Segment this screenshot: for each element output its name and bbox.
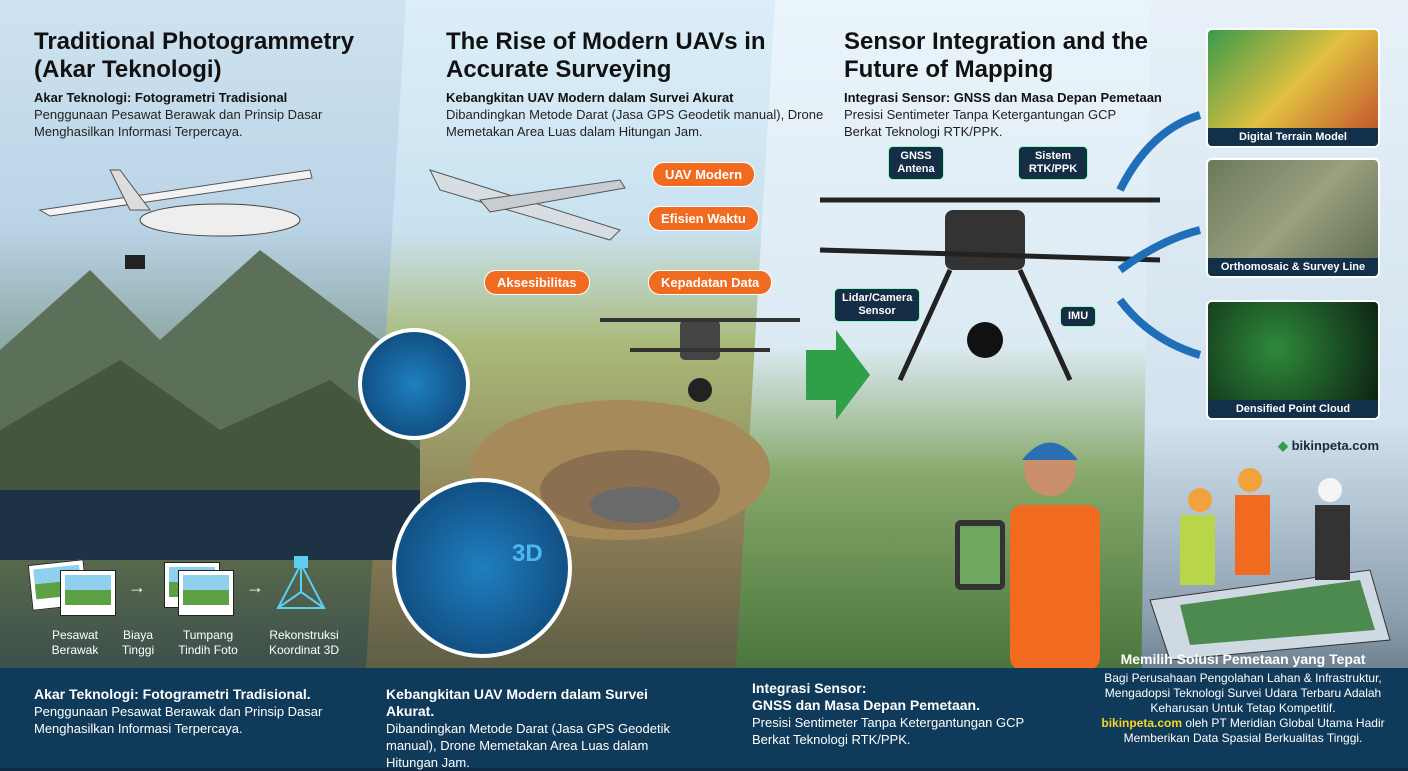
step-label: Rekonstruksi Koordinat 3D xyxy=(268,628,340,657)
footer-title: GNSS dan Masa Depan Pemetaan. xyxy=(752,697,980,713)
panel3-description: Presisi Sentimeter Tanpa Ketergantungan … xyxy=(844,107,1116,139)
footer-title: Memilih Solusi Pemetaan yang Tepat xyxy=(1120,651,1366,667)
sensor-gnss-antena: GNSS Antena xyxy=(888,146,944,180)
green-arrow-icon xyxy=(806,330,870,420)
panel3-title: Sensor Integration and the Future of Map… xyxy=(844,28,1149,83)
logo-text: bikinpeta.com xyxy=(1291,438,1380,453)
output-label: Digital Terrain Model xyxy=(1208,128,1378,146)
tag-aksesibilitas: Aksesibilitas xyxy=(484,270,590,295)
panel2-description: Dibandingkan Metode Darat (Jasa GPS Geod… xyxy=(446,107,824,139)
footer-text: Bagi Perusahaan Pengolahan Lahan & Infra… xyxy=(1104,671,1382,715)
mountains-illustration xyxy=(0,250,420,560)
photo-stack-icon xyxy=(178,570,234,616)
footer-title: Integrasi Sensor: xyxy=(752,680,867,696)
panel2-footer: Kebangkitan UAV Modern dalam Survei Akur… xyxy=(386,686,686,771)
arrow-right-icon: → xyxy=(246,577,264,597)
output-label: Densified Point Cloud xyxy=(1208,400,1378,418)
sensor-lidar-camera: Lidar/Camera Sensor xyxy=(834,288,920,322)
output-point-cloud: Densified Point Cloud xyxy=(1206,300,1380,420)
panel3-subtitle: Integrasi Sensor: GNSS dan Masa Depan Pe… xyxy=(844,90,1162,105)
3d-model-icon xyxy=(276,556,326,609)
step-label: Pesawat Berawak xyxy=(51,628,99,657)
drone-scan-icon xyxy=(358,328,470,440)
fixed-wing-uav-icon xyxy=(429,169,626,241)
tag-kepadatan-data: Kepadatan Data xyxy=(648,270,773,295)
footer-title: Akar Teknologi: Fotogrametri Tradisional… xyxy=(34,686,311,702)
footer-title: Kebangkitan UAV Modern dalam Survei Akur… xyxy=(386,686,648,719)
step-label: Tumpang Tindih Foto xyxy=(178,628,238,657)
panel1-description: Penggunaan Pesawat Berawak dan Prinsip D… xyxy=(34,107,323,139)
surveyor-with-tablet-illustration xyxy=(955,442,1100,670)
panel3-footer: Integrasi Sensor:GNSS dan Masa Depan Pem… xyxy=(752,680,1052,748)
step-label: Biaya Tinggi xyxy=(121,628,155,657)
survey-drone-icon xyxy=(820,197,1161,382)
arrow-right-icon: → xyxy=(128,577,146,597)
output-arrows-icon xyxy=(1116,111,1202,359)
3d-terrain-icon xyxy=(392,478,572,658)
panel1-subtitle: Akar Teknologi: Fotogrametri Tradisional xyxy=(34,90,288,105)
sensor-imu: IMU xyxy=(1060,306,1097,327)
panel4-footer: Memilih Solusi Pemetaan yang Tepat Bagi … xyxy=(1080,652,1406,746)
output-label: Orthomosaic & Survey Line xyxy=(1208,258,1378,276)
3d-badge: 3D xyxy=(512,540,543,567)
output-digital-terrain-model: Digital Terrain Model xyxy=(1206,28,1380,148)
tag-uav-modern: UAV Modern xyxy=(652,162,756,187)
footer-bar xyxy=(0,668,1408,768)
panel1-title: Traditional Photogrammetry (Akar Teknolo… xyxy=(34,28,355,83)
footer-text: Presisi Sentimeter Tanpa Ketergantungan … xyxy=(752,715,1024,747)
brand-logo: ◆ bikinpeta.com xyxy=(1278,438,1379,454)
team-with-map-table-illustration xyxy=(1149,468,1391,660)
photo-icon xyxy=(60,570,116,616)
panel1-footer: Akar Teknologi: Fotogrametri Tradisional… xyxy=(34,686,344,737)
quadcopter-icon xyxy=(600,318,800,402)
footer-text: Penggunaan Pesawat Berawak dan Prinsip D… xyxy=(34,704,323,736)
panel2-subtitle: Kebangkitan UAV Modern dalam Survei Akur… xyxy=(446,90,734,105)
footer-text: Dibandingkan Metode Darat (Jasa GPS Geod… xyxy=(386,721,670,770)
footer-text: oleh PT Meridian Global Utama Hadir Memb… xyxy=(1123,716,1385,745)
sensor-rtk-ppk: Sistem RTK/PPK xyxy=(1018,146,1088,180)
tag-efisien-waktu: Efisien Waktu xyxy=(648,206,759,231)
brand-link[interactable]: bikinpeta.com xyxy=(1101,716,1183,730)
panel-sensor-integration xyxy=(730,0,1180,768)
map-pin-icon: ◆ xyxy=(1278,438,1292,453)
manned-aircraft-icon xyxy=(38,169,313,269)
panel2-title: The Rise of Modern UAVs in Accurate Surv… xyxy=(446,28,766,83)
output-orthomosaic: Orthomosaic & Survey Line xyxy=(1206,158,1380,278)
